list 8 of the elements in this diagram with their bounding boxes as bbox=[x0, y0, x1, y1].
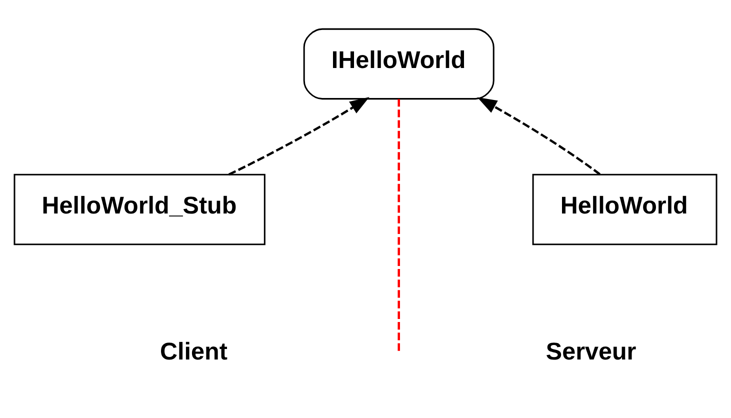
arrow bbox=[477, 96, 601, 175]
label: Serveur bbox=[546, 338, 636, 365]
arrow bbox=[228, 96, 370, 176]
label: Client bbox=[160, 338, 228, 365]
node-box: HelloWorld bbox=[532, 173, 718, 245]
connector bbox=[398, 98, 400, 353]
node-box: IHelloWorld bbox=[303, 28, 494, 100]
node-box: HelloWorld_Stub bbox=[14, 173, 266, 245]
